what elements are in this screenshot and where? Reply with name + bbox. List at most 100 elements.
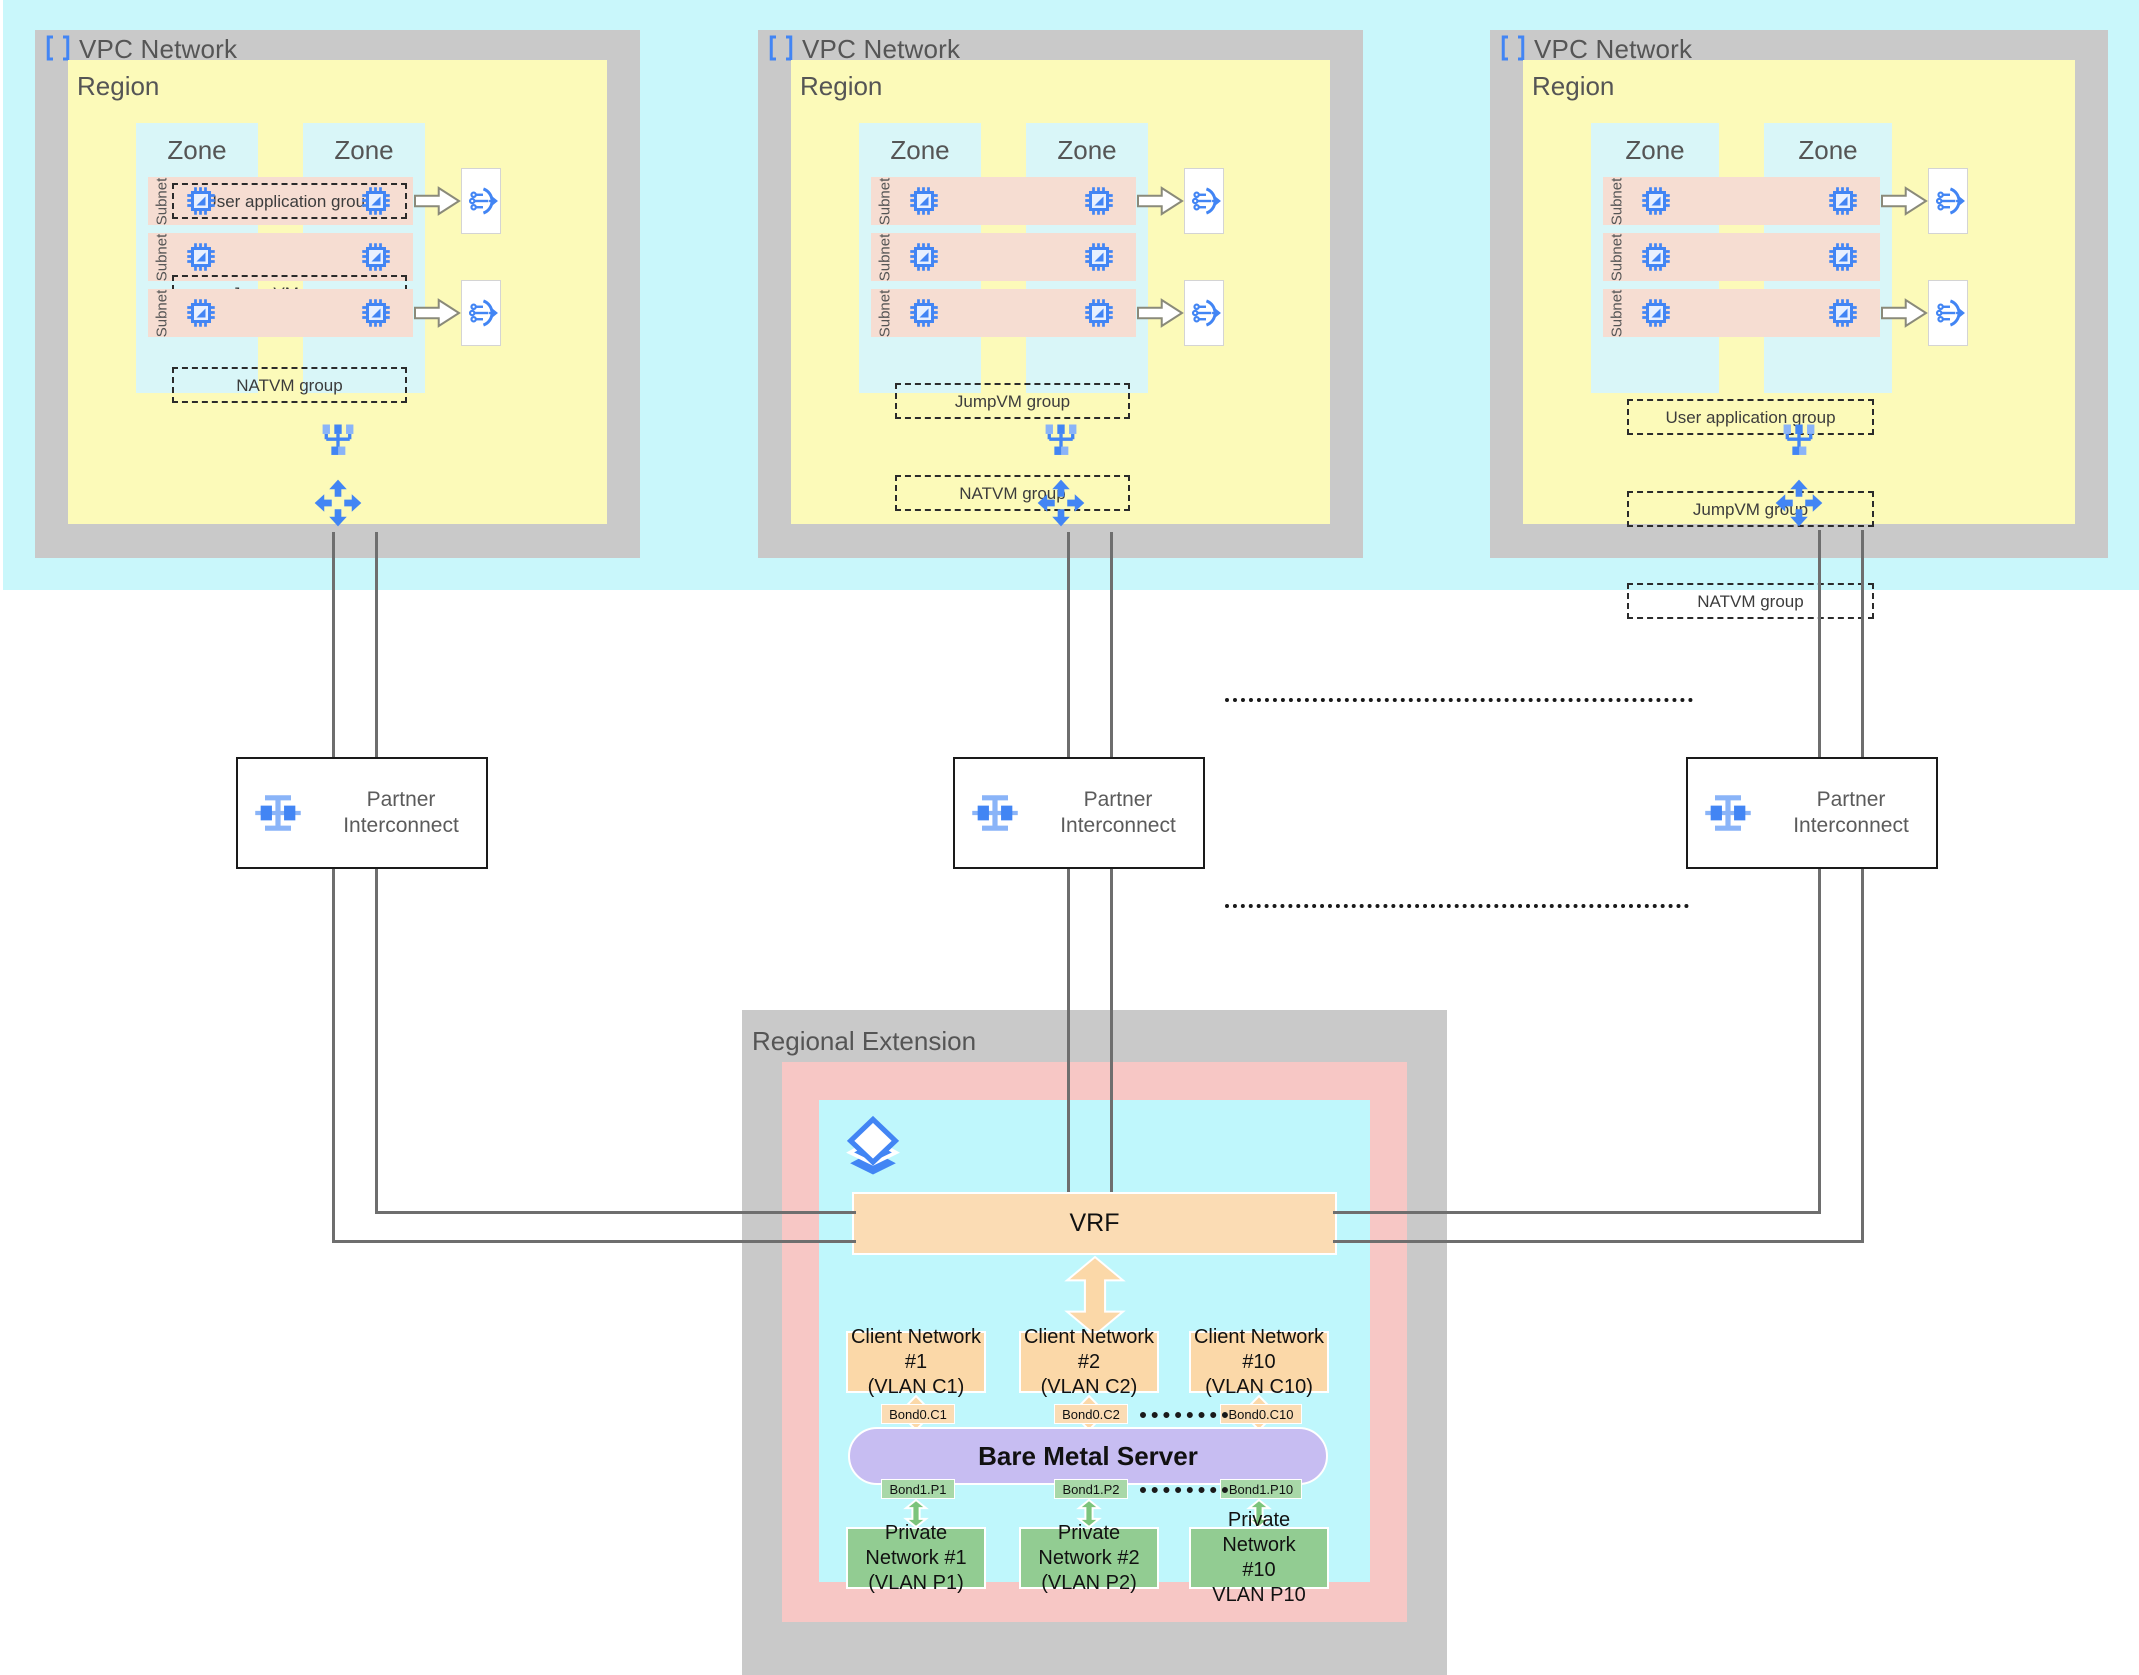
- cloud-nat-icon: [1935, 187, 1965, 215]
- zone-title-2-2: Zone: [1057, 135, 1117, 165]
- connector-right-inner-h: [1333, 1211, 1821, 1214]
- zone-title-3-2: Zone: [1798, 135, 1858, 165]
- vm-chip-icon: [1829, 243, 1857, 271]
- connector-v-vpc2-2: [1110, 532, 1113, 762]
- connector-left-inner-h: [375, 1211, 856, 1214]
- vm-chip-icon: [1085, 243, 1113, 271]
- dotted-separator-top: [1225, 698, 1693, 702]
- private-network-line2-1: (VLAN P1): [868, 1571, 964, 1594]
- router-icon: [314, 479, 361, 527]
- subnet-label-1-1: Subnet: [153, 177, 171, 226]
- vpc-network-icon: [46, 35, 70, 61]
- vpc-network-icon: [1501, 35, 1525, 61]
- flow-arrow-2-3: [1137, 298, 1184, 328]
- router-icon: [1775, 479, 1823, 527]
- private-network-line3-3: VLAN P10: [1212, 1584, 1306, 1606]
- private-network-1: Private Network #1(VLAN P1): [846, 1522, 986, 1594]
- private-row-dots: [1140, 1487, 1228, 1493]
- layers-icon: [846, 1115, 900, 1175]
- client-network-line1-3: Client Network #10: [1193, 1325, 1325, 1373]
- bond1-tag-2: Bond1.P2: [1054, 1479, 1128, 1499]
- vm-group-label-2-3: NATVM group: [959, 483, 1066, 503]
- connector-v-vpc3-1: [1818, 530, 1821, 760]
- client-network-line2-1: (VLAN C1): [867, 1375, 965, 1398]
- vm-group-3-2: JumpVM group: [1627, 491, 1874, 527]
- vm-chip-icon: [362, 243, 390, 271]
- connector-v-vpc2-1: [1067, 532, 1070, 762]
- connector-left-outer-v: [332, 869, 335, 1240]
- vm-chip-icon: [1085, 299, 1113, 327]
- vm-chip-icon: [1829, 187, 1857, 215]
- subnet-label-3-1: Subnet: [1608, 177, 1626, 226]
- vm-chip-icon: [1642, 187, 1670, 215]
- subnet-label-2-3: Subnet: [876, 289, 894, 338]
- bond1-tag-1: Bond1.P1: [881, 1479, 955, 1499]
- vm-group-label-2-2: JumpVM group: [954, 391, 1071, 411]
- private-network-text-1: Private Network #1(VLAN P1): [848, 1521, 984, 1596]
- vm-group-label-3-3: NATVM group: [1697, 591, 1804, 611]
- bond1-tag-3: Bond1.P10: [1220, 1479, 1302, 1499]
- bond0-tag-3: Bond0.C10: [1220, 1404, 1302, 1424]
- cloud-nat-icon: [468, 187, 498, 215]
- flow-arrow-2-1: [1137, 186, 1184, 216]
- flow-arrow-1-1: [414, 186, 461, 216]
- vpc-network-title-2: VPC Network: [802, 34, 961, 64]
- bond0-tag-1: Bond0.C1: [881, 1404, 955, 1424]
- vm-group-1-1: User application group: [172, 183, 407, 219]
- connector-right-outer-h: [1333, 1240, 1864, 1243]
- vm-group-label-1-1: User application group: [204, 191, 375, 211]
- vpc-network-title-1: VPC Network: [79, 34, 238, 64]
- vm-group-3-1: User application group: [1627, 399, 1874, 435]
- vrf-box: VRF: [852, 1192, 1337, 1255]
- client-network-line2-2: (VLAN C2): [1040, 1375, 1138, 1398]
- private-network-line2-2: (VLAN P2): [1041, 1571, 1137, 1594]
- client-network-line2-3: (VLAN C10): [1205, 1375, 1313, 1398]
- bare-metal-server-label: Bare Metal Server: [978, 1441, 1198, 1471]
- region-title-3: Region: [1532, 71, 1615, 101]
- vm-group-label-1-3: NATVM group: [236, 375, 343, 395]
- client-network-line1-2: Client Network #2: [1023, 1325, 1155, 1373]
- vm-group-1-3: NATVM group: [172, 367, 407, 403]
- vm-chip-icon: [362, 187, 390, 215]
- region-title-2: Region: [800, 71, 883, 101]
- vm-group-2-2: JumpVM group: [895, 383, 1130, 419]
- cloud-router-icon: [322, 424, 353, 455]
- partner-interconnect-line2-3: Interconnect: [1793, 814, 1909, 837]
- connector-v-vpc1-2: [375, 532, 378, 762]
- vpc-network-title-3: VPC Network: [1534, 34, 1693, 64]
- subnet-label-1-2: Subnet: [153, 233, 171, 282]
- vm-chip-icon: [187, 243, 215, 271]
- flow-arrow-3-3: [1881, 298, 1928, 328]
- vpc-network-icon: [769, 35, 793, 61]
- vm-chip-icon: [1085, 187, 1113, 215]
- cloud-nat-icon: [1191, 299, 1221, 327]
- client-row-dots: [1140, 1412, 1228, 1418]
- connector-v-mid-1: [1067, 869, 1070, 1192]
- cloud-nat-icon: [468, 299, 498, 327]
- vm-group-label-3-1: User application group: [1665, 407, 1836, 427]
- subnet-label-2-1: Subnet: [876, 177, 894, 226]
- connector-right-outer-v: [1861, 869, 1864, 1240]
- cloud-nat-icon: [1935, 299, 1965, 327]
- regional-extension-title: Regional Extension: [752, 1026, 977, 1056]
- vm-chip-icon: [1642, 243, 1670, 271]
- private-network-line1-1: Private Network #1: [865, 1521, 967, 1569]
- interconnect-icon: [255, 795, 301, 831]
- cloud-nat-icon: [1191, 187, 1221, 215]
- connector-right-inner-v: [1818, 869, 1821, 1211]
- client-network-text-3: Client Network #10(VLAN C10): [1191, 1325, 1327, 1400]
- private-network-line1-2: Private Network #2: [1038, 1521, 1140, 1569]
- client-network-1: Client Network #1(VLAN C1): [846, 1326, 986, 1398]
- vm-chip-icon: [910, 243, 938, 271]
- subnet-label-3-3: Subnet: [1608, 289, 1626, 338]
- flow-arrow-1-3: [414, 298, 461, 328]
- interconnect-icon: [1705, 795, 1751, 831]
- zone-title-1-1: Zone: [167, 135, 227, 165]
- vm-chip-icon: [1642, 299, 1670, 327]
- vrf-label: VRF: [1069, 1209, 1120, 1237]
